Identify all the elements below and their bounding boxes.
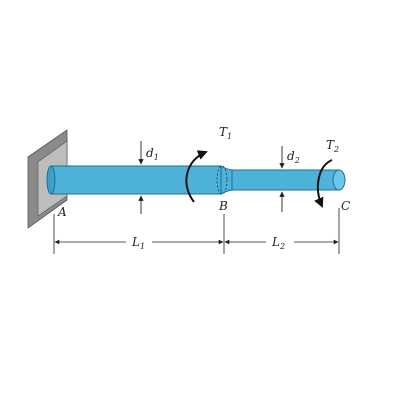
label-d1: d1 bbox=[146, 146, 159, 162]
label-d1-sub: 1 bbox=[154, 153, 159, 162]
length-dimensions bbox=[53, 208, 340, 254]
label-t2-main: T bbox=[326, 138, 335, 152]
label-l2: L2 bbox=[271, 235, 285, 251]
label-b: B bbox=[218, 199, 228, 213]
label-d2-sub: 2 bbox=[294, 156, 300, 165]
label-d2-main: d bbox=[287, 149, 295, 163]
torque-t1-arrow bbox=[185, 150, 208, 203]
label-a: A bbox=[57, 205, 67, 219]
label-t1: T1 bbox=[219, 125, 232, 141]
label-l1-main: L bbox=[131, 235, 140, 249]
label-d1-main: d bbox=[146, 146, 154, 160]
shaft-segment-ab bbox=[46, 165, 222, 195]
label-l2-sub: 2 bbox=[279, 242, 285, 251]
shaft-segment-bc bbox=[231, 169, 346, 191]
label-c: C bbox=[341, 199, 350, 213]
label-t1-main: T bbox=[219, 125, 228, 139]
label-l1: L1 bbox=[131, 235, 145, 251]
section-b-dashed bbox=[216, 165, 228, 195]
label-d2: d2 bbox=[287, 149, 300, 165]
label-t2-sub: 2 bbox=[333, 145, 339, 154]
torque-t2-arrow bbox=[314, 159, 333, 208]
label-l1-sub: 1 bbox=[140, 242, 145, 251]
label-t1-sub: 1 bbox=[227, 132, 232, 141]
label-l2-main: L bbox=[271, 235, 280, 249]
label-t2: T2 bbox=[326, 138, 339, 154]
